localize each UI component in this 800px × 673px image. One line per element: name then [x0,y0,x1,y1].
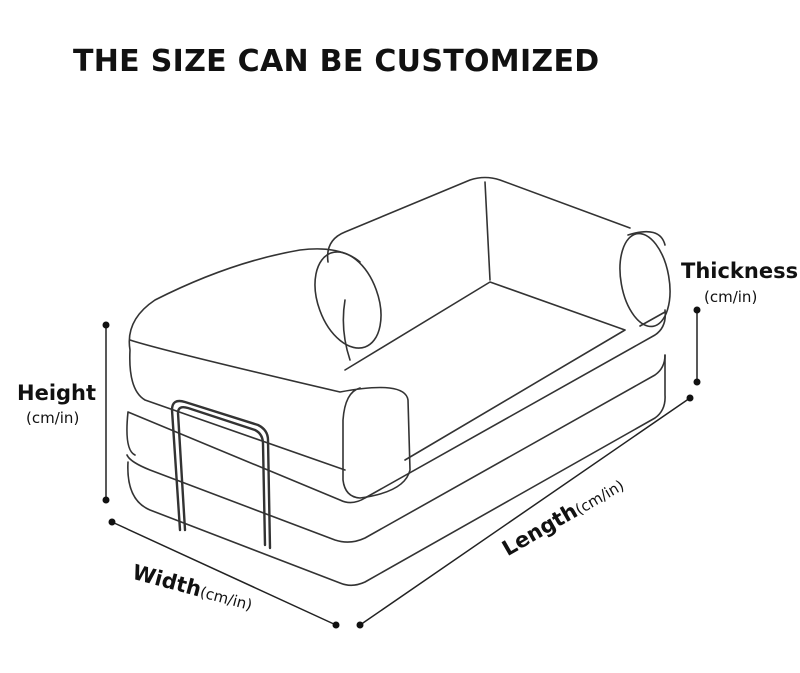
length-line [359,397,691,626]
height-unit: (cm/in) [26,409,80,427]
right-bolster [619,232,671,328]
left-bolster [314,251,382,349]
seat-top [344,281,626,461]
dimension-endpoints [102,306,701,629]
height-label: Height [17,381,97,405]
left-arm-front [129,339,411,499]
base-bottom-layer [127,354,666,587]
side-handle [170,399,272,550]
back-cushion [326,176,631,361]
page-title: THE SIZE CAN BE CUSTOMIZED [73,44,600,79]
thickness-label: Thickness [681,259,799,283]
thickness-unit: (cm/in) [704,288,758,306]
width-line [111,521,337,626]
dimension-lines [105,309,698,626]
left-arm [128,248,361,471]
base-middle-seam [126,354,666,543]
